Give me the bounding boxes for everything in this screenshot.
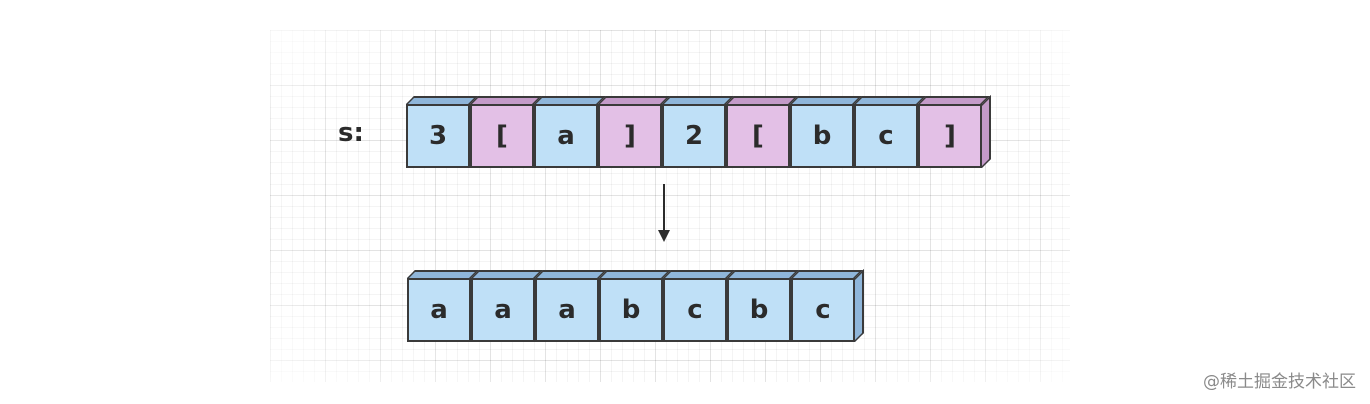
char-cell: a (534, 104, 598, 168)
char-cell: b (599, 278, 663, 342)
char-cell: 2 (662, 104, 726, 168)
string-label: s: (338, 118, 364, 148)
cell-top-face (727, 270, 799, 278)
cell-top-face (598, 96, 670, 104)
cell-top-face (791, 270, 863, 278)
cell-top-face (726, 96, 798, 104)
char-cell: a (471, 278, 535, 342)
cell-top-face (407, 270, 479, 278)
cell-top-face (535, 270, 607, 278)
char-cell: c (854, 104, 918, 168)
char-cell: a (407, 278, 471, 342)
char-cell: b (790, 104, 854, 168)
char-cell: ] (918, 104, 982, 168)
char-cell: a (535, 278, 599, 342)
cell-top-face (470, 96, 542, 104)
cell-top-face (854, 96, 926, 104)
char-cell: b (727, 278, 791, 342)
char-cell: [ (726, 104, 790, 168)
cell-top-face (790, 96, 862, 104)
char-cell: c (663, 278, 727, 342)
char-cell: c (791, 278, 855, 342)
cell-top-face (534, 96, 606, 104)
char-cell: ] (598, 104, 662, 168)
cell-top-face (471, 270, 543, 278)
row-end-side-face (855, 269, 864, 342)
cell-top-face (406, 96, 478, 104)
row-end-side-face (982, 95, 991, 168)
watermark: @稀土掘金技术社区 (1203, 372, 1356, 392)
cell-top-face (663, 270, 735, 278)
arrow-head-icon (658, 230, 670, 242)
grid-background (270, 30, 1070, 382)
cell-top-face (599, 270, 671, 278)
char-cell: [ (470, 104, 534, 168)
char-cell: 3 (406, 104, 470, 168)
cell-top-face (662, 96, 734, 104)
arrow-shaft (663, 184, 665, 232)
cell-top-face (918, 96, 990, 104)
